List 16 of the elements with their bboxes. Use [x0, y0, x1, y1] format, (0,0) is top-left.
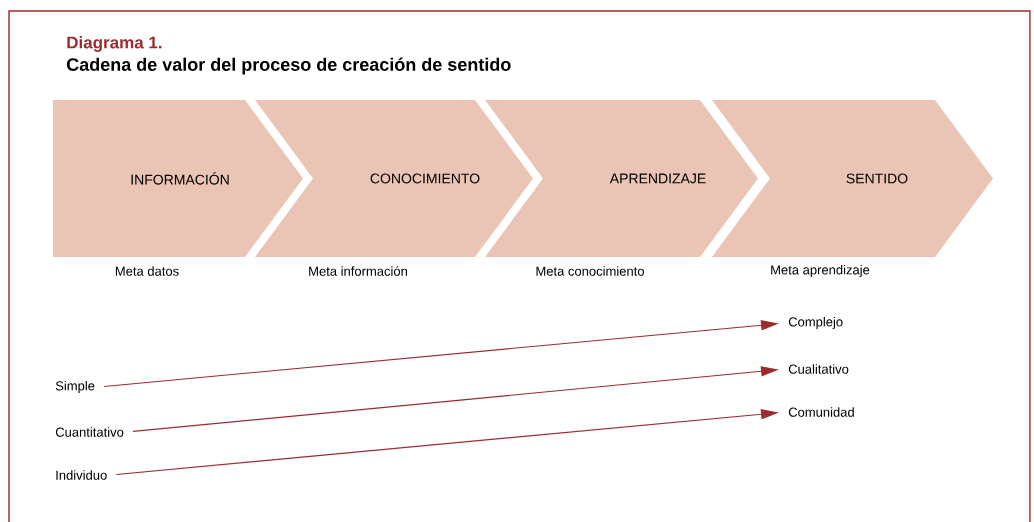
caption-text: Meta conocimiento [536, 266, 644, 276]
term-label: Comunidad [788, 407, 854, 417]
chevron-label: SENTIDO [846, 173, 908, 184]
term-label: Complejo [788, 316, 843, 330]
chevron-label: CONOCIMIENTO [370, 173, 480, 184]
term-label: Cualitativo [788, 364, 849, 374]
chevron-label: INFORMACIÓN [131, 172, 229, 185]
term-label: Cuantitativo [55, 427, 124, 437]
term-label: Individuo [56, 470, 107, 480]
title: Cadena de valor del proceso de creación de sentido [66, 57, 511, 75]
caption-text: Meta información [309, 266, 407, 276]
chevron-label: APRENDIZAJE [609, 173, 706, 184]
term-label: Simple [55, 380, 95, 394]
caption-text: Meta datos [115, 266, 179, 276]
figure-number: Diagrama 1. [67, 36, 162, 52]
caption-text: Meta aprendizaje [771, 264, 870, 278]
